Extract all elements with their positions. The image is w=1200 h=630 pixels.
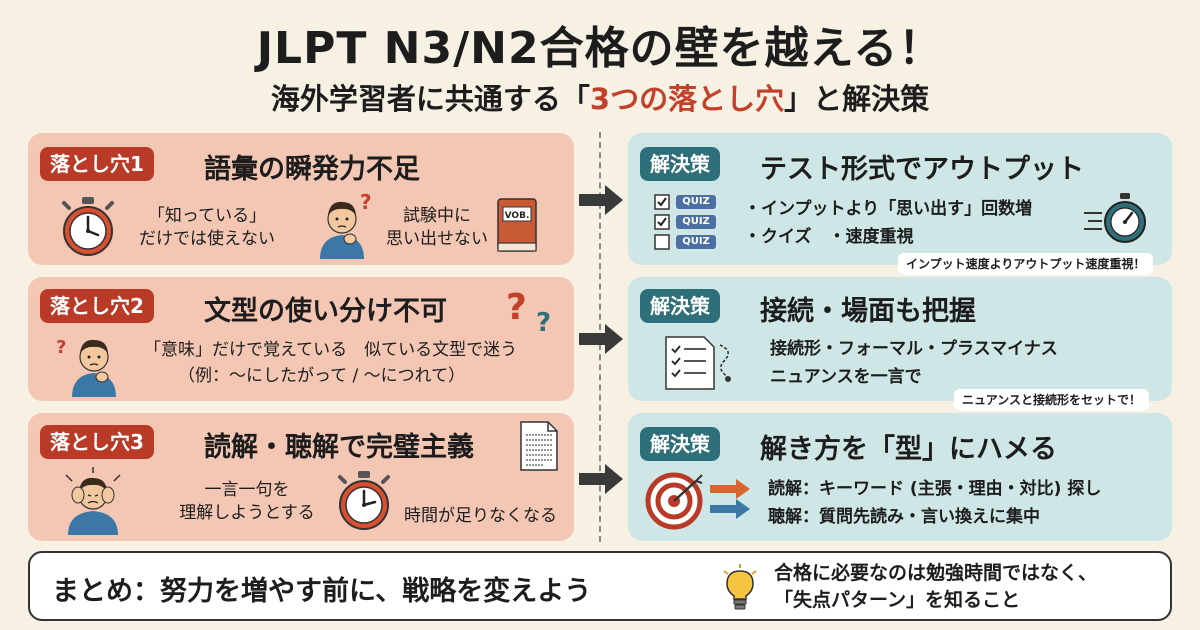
svg-text:?: ?	[536, 308, 551, 335]
solution-card-3: 解決策 解き方を「型」にハメる 読解：キーワード (主張・理由・対比) 探し 聴…	[628, 413, 1172, 541]
solution-tag: 解決策	[640, 147, 720, 181]
solution-line-1: 接続形・フォーマル・プラスマイナス	[770, 339, 1058, 359]
summary-side: 合格に必要なのは勉強時間ではなく、 「失点パターン」を知ること	[774, 562, 1098, 611]
arrow-right-icon	[579, 464, 623, 494]
svg-text:?: ?	[360, 191, 372, 214]
checkbox-checked-icon	[654, 193, 670, 210]
document-icon	[520, 421, 558, 471]
question-marks-icon: ? ?	[506, 287, 551, 335]
target-icon	[645, 472, 750, 530]
pitfall-heading: 文型の使い分け不可	[204, 296, 447, 327]
quiz-checklist-icon: QUIZ QUIZ QUIZ	[654, 193, 730, 250]
pitfall-card-2: 落とし穴2 文型の使い分け不可 ? ? ? 「意味」だけで覚えている 似ている文…	[28, 277, 574, 401]
arrow-right-icon	[579, 324, 623, 354]
solution-line-2: ニュアンスを一言で	[770, 367, 922, 387]
solution-note: インプット速度よりアウトプット速度重視！	[898, 253, 1154, 275]
arrow-right-icon	[579, 185, 623, 215]
stressed-person-icon	[65, 467, 121, 535]
pitfall-card-1: 落とし穴1 語彙の瞬発力不足 「知っている」 だけでは使えない ? 試験中に 思…	[28, 133, 574, 265]
pitfall-heading: 読解・聴解で完璧主義	[204, 432, 474, 463]
speed-stopwatch-icon	[1084, 193, 1146, 243]
summary-main: まとめ：努力を増やす前に、戦略を変えよう	[52, 576, 592, 607]
solution-line-1: 読解：キーワード (主張・理由・対比) 探し	[768, 479, 1102, 499]
pitfall-line-1: 「意味」だけで覚えている 似ている文型で迷う	[144, 340, 518, 360]
svg-text:VOB.: VOB.	[505, 211, 530, 221]
solution-tag: 解決策	[640, 289, 720, 323]
summary-box: まとめ：努力を増やす前に、戦略を変えよう 合格に必要なのは勉強時間ではなく、 「…	[28, 551, 1172, 621]
pitfall-heading: 語彙の瞬発力不足	[204, 154, 420, 185]
svg-text:?: ?	[506, 287, 527, 328]
checkbox-empty-icon	[654, 233, 670, 250]
solution-heading: 接続・場面も把握	[760, 296, 976, 327]
solution-heading: 解き方を「型」にハメる	[760, 434, 1057, 465]
lightbulb-icon	[723, 564, 757, 610]
pitfall-text-b: 試験中に 思い出せない	[386, 206, 488, 249]
pitfall-card-3: 落とし穴3 読解・聴解で完璧主義 一言一句を 理解しようとする	[28, 413, 574, 541]
checkbox-checked-icon	[654, 213, 670, 230]
pitfall-line-2: （例：～にしたがって / ～につれて）	[178, 366, 466, 386]
solution-card-2: 解決策 接続・場面も把握 接続形・フォーマル・プラスマイナス ニュアンスを一言で	[628, 277, 1172, 401]
solution-tag: 解決策	[640, 427, 720, 461]
pitfall-tag: 落とし穴1	[40, 147, 154, 181]
book-icon: VOB.	[497, 198, 537, 252]
stopwatch-icon	[338, 471, 390, 530]
page-title: JLPT N3/N2合格の壁を越える！	[256, 23, 944, 74]
svg-text:?: ?	[56, 337, 66, 358]
pitfall-tag: 落とし穴3	[40, 425, 154, 459]
checklist-icon	[665, 336, 731, 390]
solution-bullet-1: ・インプットより「思い出す」回数増	[744, 199, 1033, 219]
pitfall-text-a: 一言一句を 理解しようとする	[179, 480, 315, 523]
solution-heading: テスト形式でアウトプット	[760, 154, 1084, 185]
page-subtitle: 海外学習者に共通する「3つの落とし穴」と解決策	[270, 82, 930, 116]
solution-bullet-2: ・クイズ ・速度重視	[744, 227, 914, 247]
pitfall-text-b: 時間が足りなくなる	[404, 506, 557, 526]
pitfall-text-a: 「知っている」 だけでは使えない	[139, 206, 275, 249]
pitfall-tag: 落とし穴2	[40, 289, 154, 323]
confused-person-icon: ?	[320, 191, 372, 259]
stopwatch-icon	[62, 197, 114, 256]
subtitle-highlight: 3つの落とし穴	[589, 82, 785, 116]
solution-card-1: 解決策 テスト形式でアウトプット QUIZ QUIZ QUIZ ・インプットより…	[628, 133, 1172, 265]
solution-line-2: 聴解：質問先読み・言い換えに集中	[768, 507, 1040, 527]
confused-person-icon: ?	[56, 337, 116, 397]
solution-note: ニュアンスと接続形をセットで！	[954, 389, 1150, 411]
